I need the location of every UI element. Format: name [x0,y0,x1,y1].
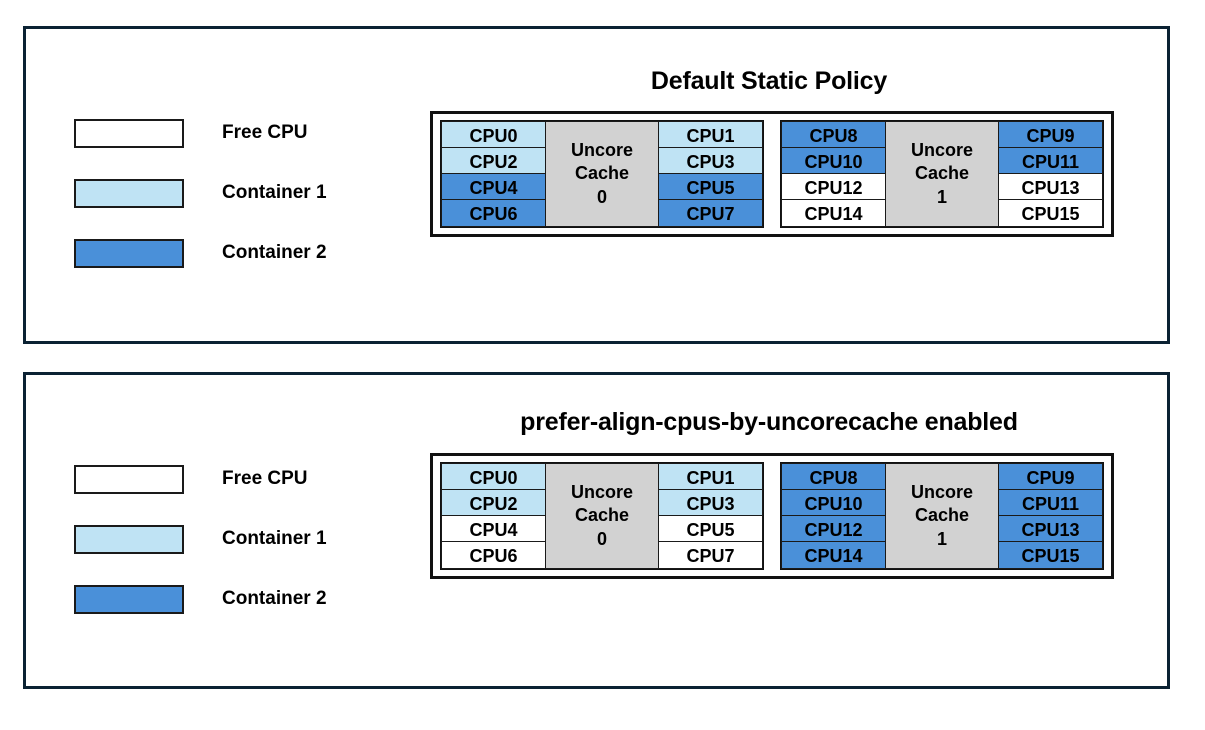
legend-item: Container 1 [74,177,327,209]
cpu-cell: CPU11 [998,147,1103,175]
cpu-cell: CPU13 [998,173,1103,201]
legend-swatch-container-1 [74,178,184,208]
legend-item: Free CPU [74,463,327,495]
legend-label: Container 1 [222,528,327,549]
cpu-cell: CPU5 [658,173,763,201]
legend-item: Container 1 [74,523,327,555]
cpu-cell: CPU2 [441,147,546,175]
legend-label: Container 2 [222,588,327,609]
legend-swatch-container-2 [74,238,184,268]
cpu-cell: CPU13 [998,515,1103,543]
cpu-cell: CPU0 [441,121,546,149]
cpu-cell: CPU9 [998,463,1103,491]
uncore-cache-label-line: Uncore [570,482,633,503]
cpu-cell: CPU3 [658,147,763,175]
legend-label: Container 1 [222,182,327,203]
cpu-cell: CPU4 [441,173,546,201]
cpu-cell: CPU11 [998,489,1103,517]
cpu-cell: CPU8 [781,121,886,149]
uncore-cache-label-line: Cache [574,163,630,184]
legend-swatch-container-2 [74,584,184,614]
legend-label: Free CPU [222,468,308,489]
cpu-cell: CPU7 [658,541,763,569]
cpu-cell: CPU14 [781,541,886,569]
panel-default-static-policy: Default Static Policy Free CPU Container… [23,26,1170,344]
cpu-cell: CPU15 [998,199,1103,227]
legend-item: Free CPU [74,117,327,149]
legend: Free CPU Container 1 Container 2 [74,117,327,297]
panel-title: prefer-align-cpus-by-uncorecache enabled [520,408,1018,436]
legend-label: Free CPU [222,122,308,143]
legend-swatch-container-1 [74,524,184,554]
uncore-cache-label-line: Cache [914,163,970,184]
cpu-cell: CPU12 [781,173,886,201]
cpu-cell: CPU5 [658,515,763,543]
cpu-cell: CPU3 [658,489,763,517]
cpu-cell: CPU7 [658,199,763,227]
cpu-cell: CPU6 [441,541,546,569]
uncore-cache-label-line: Uncore [910,482,973,503]
legend: Free CPU Container 1 Container 2 [74,463,327,643]
panel-title: Default Static Policy [650,67,888,95]
uncore-cache-label-line: 1 [936,186,947,207]
cpu-cell: CPU2 [441,489,546,517]
uncore-cache-label-line: 1 [936,528,947,549]
cpu-cell: CPU1 [658,463,763,491]
cpu-cell: CPU8 [781,463,886,491]
cpu-cell: CPU9 [998,121,1103,149]
cpu-cell: CPU15 [998,541,1103,569]
legend-item: Container 2 [74,237,327,269]
uncore-cache-label-line: Uncore [570,140,633,161]
legend-swatch-free-cpu [74,118,184,148]
cpu-cell: CPU10 [781,489,886,517]
legend-item: Container 2 [74,583,327,615]
legend-label: Container 2 [222,242,327,263]
cpu-cell: CPU0 [441,463,546,491]
cpu-cell: CPU1 [658,121,763,149]
uncore-cache-label-line: Uncore [910,140,973,161]
uncore-cache-label-line: Cache [914,505,970,526]
panel-prefer-align-cpus-by-uncorecache: prefer-align-cpus-by-uncorecache enabled… [23,372,1170,689]
uncore-cache-label-line: Cache [574,505,630,526]
cpu-cell: CPU6 [441,199,546,227]
cpu-cell: CPU12 [781,515,886,543]
legend-swatch-free-cpu [74,464,184,494]
uncore-cache-label-line: 0 [596,528,607,549]
cpu-cell: CPU14 [781,199,886,227]
cpu-cell: CPU10 [781,147,886,175]
cpu-cell: CPU4 [441,515,546,543]
uncore-cache-label-line: 0 [596,186,607,207]
